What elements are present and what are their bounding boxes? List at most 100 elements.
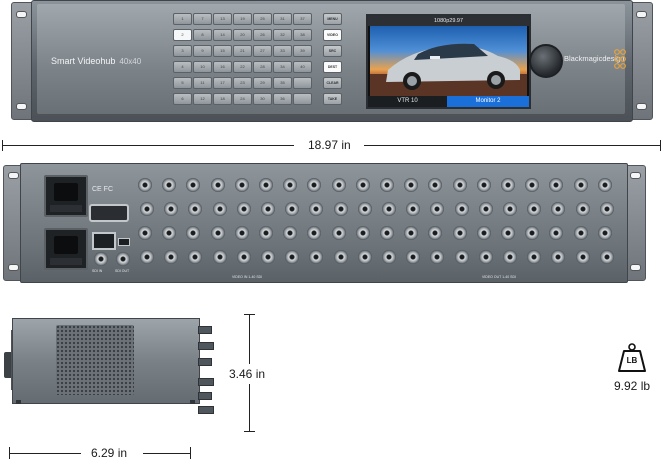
bnc-connector	[186, 178, 201, 192]
bnc-connector	[551, 250, 566, 264]
power-inlet-2	[44, 228, 88, 270]
crosspoint-key[interactable]: 19	[233, 13, 252, 25]
power-switch	[50, 205, 82, 212]
crosspoint-key[interactable]: 39	[293, 45, 312, 57]
bnc-connector	[261, 202, 275, 216]
crosspoint-key[interactable]: 36	[273, 93, 292, 105]
function-key-src[interactable]: SRC	[323, 45, 342, 57]
ref-in-bnc	[94, 252, 108, 266]
rack-hole	[636, 103, 647, 110]
right-rack-ear	[629, 2, 653, 120]
crosspoint-key[interactable]	[293, 93, 312, 105]
dimension-tick	[9, 447, 10, 459]
width-dimension-line-right	[364, 145, 661, 146]
bnc-connector	[406, 250, 421, 264]
crosspoint-key[interactable]: 35	[273, 77, 292, 89]
weight-icon	[618, 343, 646, 372]
crosspoint-key[interactable]: 9	[193, 45, 212, 57]
bnc-connector	[162, 226, 177, 240]
bnc-connector	[428, 178, 443, 192]
crosspoint-key[interactable]: 8	[193, 29, 212, 41]
compliance-marks: CE FC	[92, 186, 113, 193]
crosspoint-key[interactable]: 2	[173, 29, 192, 41]
crosspoint-key[interactable]: 5	[173, 77, 192, 89]
crosspoint-key[interactable]: 28	[253, 61, 272, 73]
bnc-connector	[210, 226, 225, 240]
function-key-dest[interactable]: DEST	[323, 61, 342, 73]
crosspoint-key[interactable]: 25	[253, 13, 272, 25]
bnc-connector	[309, 250, 324, 264]
product-name: Smart Videohub	[51, 56, 116, 66]
crosspoint-key[interactable]: 38	[293, 29, 312, 41]
crosspoint-key[interactable]: 10	[193, 61, 212, 73]
crosspoint-key[interactable]: 31	[273, 13, 292, 25]
height-dimension-line-bottom	[249, 384, 250, 432]
lcd-display: 1080p29.97 VTR 10 Monitor 2	[366, 14, 531, 109]
function-key-clear[interactable]: CLEAR	[323, 77, 342, 89]
usb-port	[118, 238, 130, 246]
crosspoint-key[interactable]: 11	[193, 77, 212, 89]
bnc-connector	[285, 250, 300, 264]
crosspoint-key[interactable]: 26	[253, 29, 272, 41]
bnc-connector	[357, 202, 372, 216]
crosspoint-key[interactable]: 18	[213, 93, 232, 105]
crosspoint-key[interactable]: 4	[173, 61, 192, 73]
crosspoint-key[interactable]: 16	[213, 61, 232, 73]
crosspoint-key[interactable]: 13	[213, 13, 232, 25]
bnc-connector	[527, 202, 542, 216]
bnc-connector	[285, 202, 300, 216]
crosspoint-key[interactable]: 32	[273, 29, 292, 41]
power-switch	[50, 258, 82, 265]
crosspoint-key[interactable]: 14	[213, 29, 232, 41]
crosspoint-key[interactable]: 21	[233, 45, 252, 57]
bnc-connector	[404, 178, 419, 192]
crosspoint-key[interactable]: 22	[233, 61, 252, 73]
bnc-connector	[309, 202, 324, 216]
search-dial-knob[interactable]	[529, 44, 563, 78]
bnc-connector	[331, 226, 346, 240]
crosspoint-key[interactable]: 17	[213, 77, 232, 89]
rack-hole	[8, 172, 19, 179]
brand-logo-icon	[614, 49, 626, 69]
crosspoint-key[interactable]: 34	[273, 61, 292, 73]
bnc-connector	[283, 178, 298, 192]
crosspoint-key[interactable]: 29	[253, 77, 272, 89]
bnc-connector	[162, 178, 177, 192]
bnc-connector	[164, 202, 179, 216]
crosspoint-key[interactable]: 1	[173, 13, 192, 25]
crosspoint-key[interactable]: 24	[233, 93, 252, 105]
bnc-connector	[428, 226, 443, 240]
crosspoint-key[interactable]: 23	[233, 77, 252, 89]
bnc-connector	[454, 202, 469, 216]
crosspoint-key[interactable]: 6	[173, 93, 192, 105]
bnc-connector	[186, 226, 201, 240]
rack-hole	[8, 264, 19, 271]
bnc-connector	[501, 178, 515, 192]
bnc-connector	[503, 202, 517, 216]
bnc-connector	[597, 178, 612, 192]
crosspoint-key[interactable]: 15	[213, 45, 232, 57]
crosspoint-key[interactable]: 3	[173, 45, 192, 57]
rack-hole	[630, 172, 641, 179]
rear-label-video-out: VIDEO OUT 1-40 SDI	[482, 275, 516, 279]
function-key-take[interactable]: TAKE	[323, 93, 342, 105]
bnc-connector	[452, 226, 467, 240]
crosspoint-key[interactable]: 7	[193, 13, 212, 25]
ref-out-bnc	[116, 252, 130, 266]
crosspoint-key[interactable]: 30	[253, 93, 272, 105]
bnc-connector	[188, 250, 203, 264]
function-key-menu[interactable]: MENU	[323, 13, 342, 25]
crosspoint-key[interactable]: 37	[293, 13, 312, 25]
crosspoint-key[interactable]: 33	[273, 45, 292, 57]
rear-connector-profile	[198, 342, 214, 350]
crosspoint-key[interactable]: 40	[293, 61, 312, 73]
function-key-video[interactable]: VIDEO	[323, 29, 342, 41]
crosspoint-key[interactable]: 20	[233, 29, 252, 41]
lcd-format: 1080p29.97	[368, 16, 529, 26]
weight-label: 9.92 lb	[614, 379, 651, 393]
crosspoint-key[interactable]	[293, 77, 312, 89]
crosspoint-key[interactable]: 12	[193, 93, 212, 105]
bnc-connector	[525, 226, 540, 240]
crosspoint-key[interactable]: 27	[253, 45, 272, 57]
bnc-connector	[261, 250, 275, 264]
